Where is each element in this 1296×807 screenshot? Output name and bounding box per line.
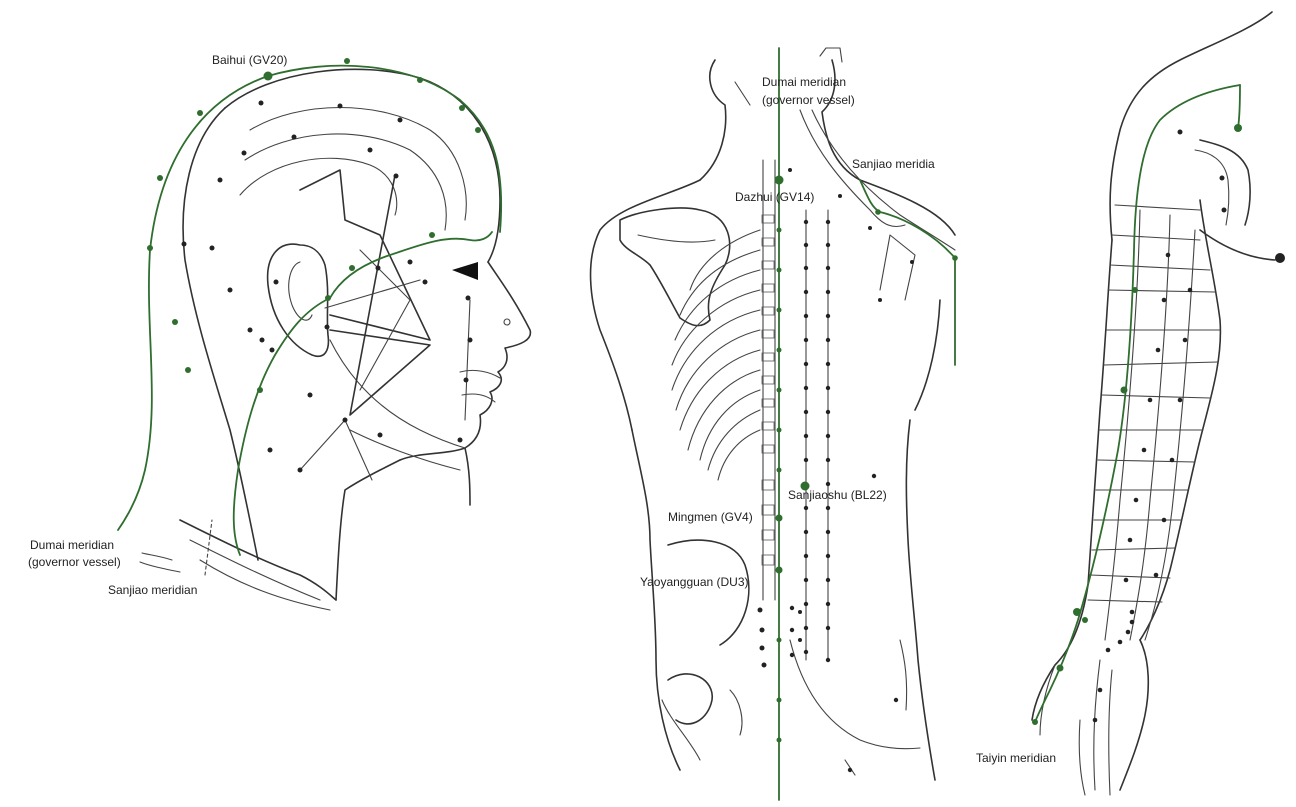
back-figure: Dumai meridian (governor vessel) Sanjiao… <box>591 48 958 800</box>
label-taiyin: Taiyin meridian <box>976 751 1056 765</box>
label-back-dumai-1: Dumai meridian <box>762 75 846 89</box>
label-head-dumai-1: Dumai meridian <box>30 538 114 552</box>
rib-cage <box>672 230 760 480</box>
label-head-dumai-2: (governor vessel) <box>28 555 121 569</box>
label-back-sanjiao: Sanjiao meridia <box>852 157 935 171</box>
label-mingmen: Mingmen (GV4) <box>668 510 753 524</box>
arm-points <box>1032 124 1285 725</box>
label-yaoyangguan: Yaoyangguan (DU3) <box>640 575 749 589</box>
yaoyangguan-point <box>776 567 783 574</box>
label-head-sanjiao: Sanjiao meridian <box>108 583 197 597</box>
label-sanjiaoshu: Sanjiaoshu (BL22) <box>788 488 887 502</box>
head-figure: Baihui (GV20) Dumai meridian (governor v… <box>28 53 530 610</box>
label-baihui: Baihui (GV20) <box>212 53 287 67</box>
head-points <box>147 58 481 473</box>
eye-mark <box>452 262 478 280</box>
mingmen-point <box>776 515 783 522</box>
vertebra-ticks <box>762 215 774 565</box>
label-back-dumai-2: (governor vessel) <box>762 93 855 107</box>
back-points <box>758 168 958 772</box>
dazhui-point <box>775 176 784 185</box>
baihui-point <box>264 72 273 81</box>
label-dazhui: Dazhui (GV14) <box>735 190 814 204</box>
arm-figure: Taiyin meridian <box>976 12 1285 795</box>
